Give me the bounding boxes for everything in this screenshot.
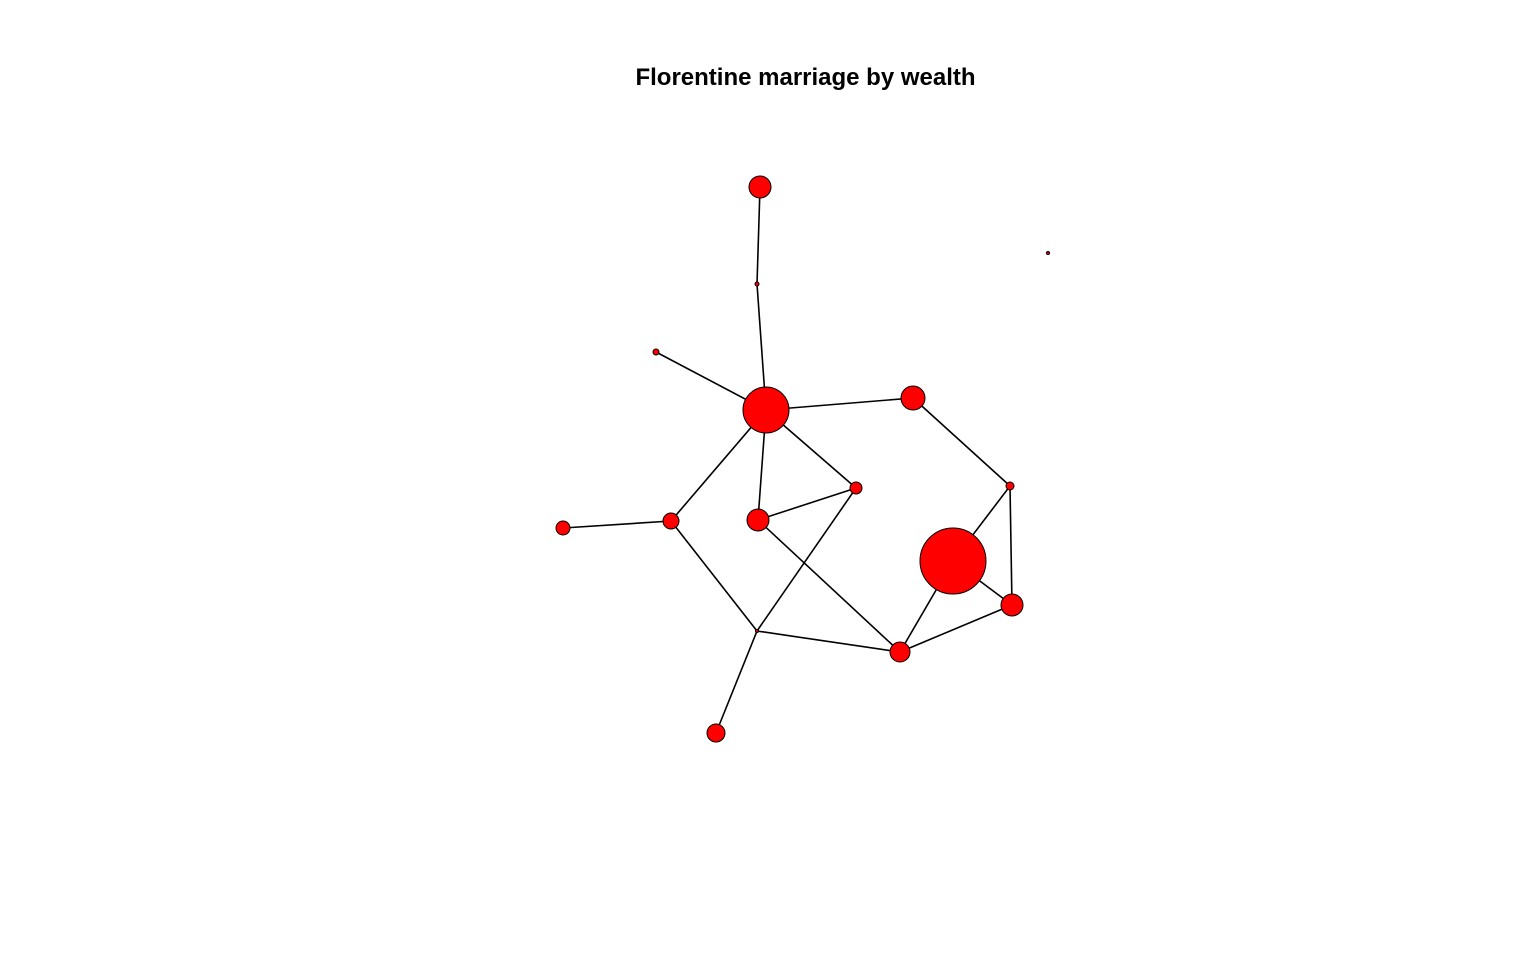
node-n16 [1046, 251, 1050, 255]
edge-n6-n9 [562, 520, 672, 529]
node-n10 [919, 527, 987, 595]
node-n4 [742, 386, 790, 434]
node-n6 [555, 520, 571, 536]
node-n8 [746, 508, 770, 532]
node-n1 [748, 175, 772, 199]
node-n14 [755, 629, 759, 633]
edge-n4-n9 [670, 409, 767, 522]
edge-n5-n11 [912, 397, 1011, 487]
edge-n14-n12 [756, 630, 901, 653]
edge-n7-n8 [757, 487, 857, 521]
edge-n11-n13 [1009, 485, 1013, 606]
node-n7 [849, 481, 863, 495]
edge-n4-n5 [765, 397, 914, 411]
node-n13 [1000, 593, 1024, 617]
node-n5 [900, 385, 926, 411]
edge-n1-n2 [756, 186, 761, 285]
node-n11 [1005, 481, 1015, 491]
edge-layer [562, 186, 1013, 734]
edge-n7-n14 [756, 487, 857, 632]
node-n12 [889, 641, 911, 663]
edge-n9-n14 [670, 520, 758, 632]
node-n9 [662, 512, 680, 530]
edge-n12-n13 [899, 604, 1013, 653]
node-n15 [706, 723, 726, 743]
edge-n8-n12 [757, 519, 901, 653]
node-n3 [652, 348, 660, 356]
chart-title: Florentine marriage by wealth [635, 64, 976, 91]
node-n2 [754, 281, 760, 287]
edge-n14-n15 [715, 630, 758, 734]
node-layer [555, 175, 1050, 743]
